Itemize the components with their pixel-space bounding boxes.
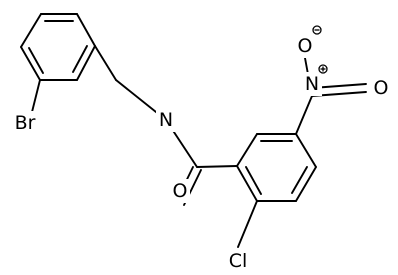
atom-bromine: Br <box>9 111 41 135</box>
atom-nitro-oxygen-top: O <box>295 34 315 58</box>
bond-ring2-upper-left <box>236 133 258 167</box>
charge-layer <box>312 25 328 74</box>
bond-ring1-lower-left <box>20 46 41 81</box>
bond-ring2-lower-right <box>295 166 317 202</box>
atom-label-nitro-n: N <box>305 73 319 95</box>
bond-c-br <box>31 79 41 113</box>
bond-ring1-lower-right <box>76 45 96 81</box>
bond-ring2-no2 <box>295 95 313 135</box>
bond-c-cl <box>237 200 258 248</box>
bond-ring1-inner-right <box>72 45 88 73</box>
bond-ring1-ch2 <box>94 45 117 81</box>
bond-ring2-lower-left <box>236 165 258 202</box>
atom-label-nitro-o-top: O <box>298 35 313 57</box>
bond-ring1-upper-left <box>20 13 42 48</box>
positive-charge-icon <box>318 64 328 74</box>
atom-nitro-oxygen-right: O <box>371 76 391 100</box>
atom-label-layer: Br N O Cl N O O <box>9 34 391 273</box>
negative-charge-icon <box>312 25 322 35</box>
atom-carbonyl-oxygen: O <box>170 179 190 203</box>
atom-label-br: Br <box>15 112 36 134</box>
bond-ring1-inner-left <box>28 47 44 74</box>
bond-ring2-inner-left <box>245 166 262 195</box>
bond-ring2-inner-right <box>291 166 308 194</box>
bond-carbonyl-ring2 <box>196 165 238 168</box>
bond-ring1-upper-right <box>76 13 96 47</box>
bond-ring2-upper-right <box>295 133 317 168</box>
atom-label-nitro-o-right: O <box>374 77 389 99</box>
atom-label-cl: Cl <box>229 250 248 272</box>
atom-label-amide-n: N <box>159 109 173 131</box>
atom-label-carbonyl-o: O <box>173 180 188 202</box>
atom-chlorine: Cl <box>222 249 254 273</box>
atom-nitro-nitrogen: N <box>302 72 322 96</box>
atom-amide-nitrogen: N <box>156 108 176 132</box>
